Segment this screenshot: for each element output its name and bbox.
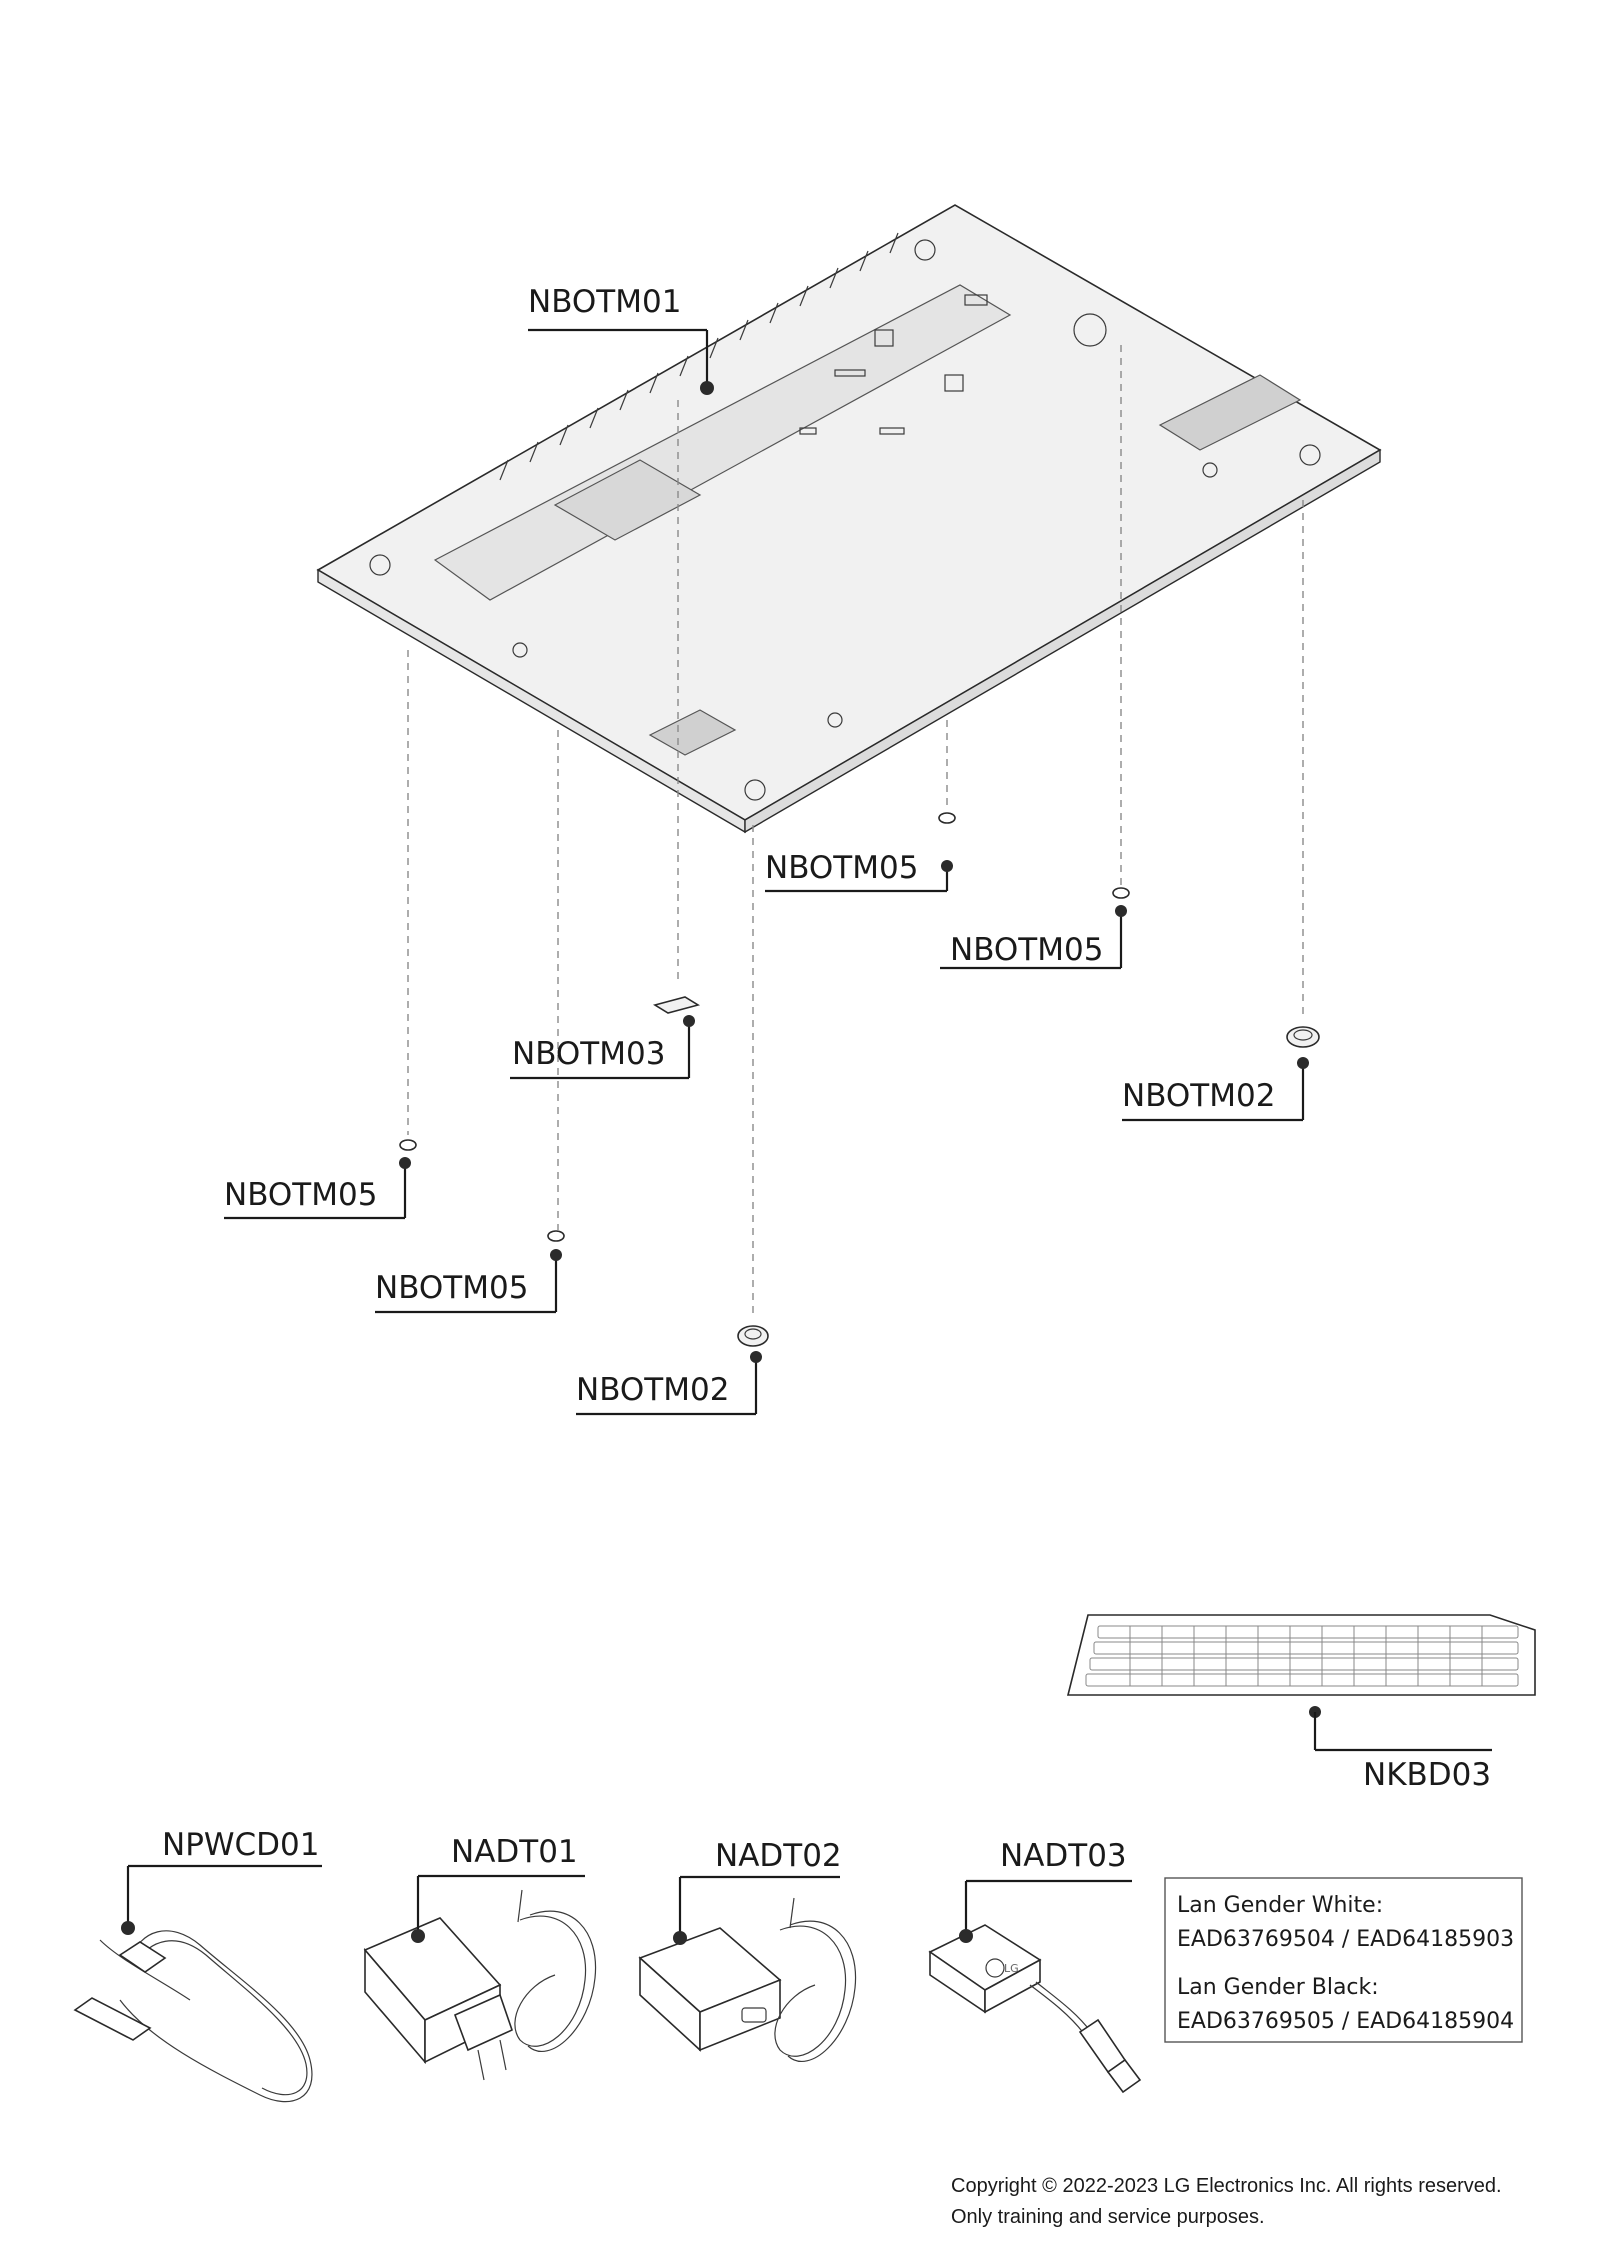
copyright-line-2: Only training and service purposes. <box>951 2206 1265 2228</box>
keyboard-illustration <box>1066 1614 1536 1696</box>
callout-foot-right-mid: NBOTM05 <box>940 887 1130 970</box>
copyright-block: Copyright © 2022-2023 LG Electronics Inc… <box>951 2175 1502 2228</box>
lan-black-label: Lan Gender Black: <box>1177 1975 1379 2000</box>
callout-label-rubber-front: NBOTM02 <box>576 1372 729 1408</box>
callout-label-bottom-case: NBOTM01 <box>528 284 681 320</box>
callout-label-adapter-eu: NADT01 <box>451 1834 578 1870</box>
lan-black-parts: EAD63769505 / EAD64185904 <box>1177 2009 1514 2034</box>
callout-foot-left-mid: NBOTM05 <box>375 1230 565 1314</box>
callout-label-foot-left: NBOTM05 <box>224 1177 377 1213</box>
callout-label-foot-left-mid: NBOTM05 <box>375 1270 528 1306</box>
callout-foot-left: NBOTM05 <box>224 1139 417 1220</box>
callout-keyboard: NKBD03 <box>1309 1706 1492 1793</box>
lan-white-label: Lan Gender White: <box>1177 1893 1383 1918</box>
power-cord-illustration <box>73 1930 313 2103</box>
callout-rubber-right: NBOTM02 <box>1122 1026 1320 1122</box>
callout-label-rubber-right: NBOTM02 <box>1122 1078 1275 1114</box>
callout-label-keyboard: NKBD03 <box>1363 1757 1491 1793</box>
callout-bottom-case: NBOTM01 <box>528 284 714 395</box>
callout-adapter-fig8: NADT02 <box>673 1838 842 1945</box>
callout-label-lan-gender: NADT03 <box>1000 1838 1127 1874</box>
lan-white-parts: EAD63769504 / EAD64185903 <box>1177 1927 1514 1952</box>
adapter-eu-illustration <box>363 1889 597 2081</box>
callout-label-power-cord: NPWCD01 <box>162 1827 320 1863</box>
adapter-fig8-illustration <box>638 1897 857 2062</box>
lan-gender-illustration: LG <box>928 1924 1142 2094</box>
callout-label-foot-center: NBOTM05 <box>765 850 918 886</box>
callout-rubber-front: NBOTM02 <box>576 1325 769 1416</box>
callout-adapter-eu: NADT01 <box>411 1834 585 1943</box>
lan-info-box: Lan Gender White: EAD63769504 / EAD64185… <box>1164 1877 1523 2043</box>
alignment-dashes <box>407 345 1304 1318</box>
lan-logo-text: LG <box>1004 1962 1019 1975</box>
bottom-case-illustration <box>316 204 1382 834</box>
callout-lan-gender: NADT03 <box>959 1838 1132 1943</box>
callout-foot-center: NBOTM05 <box>765 812 956 893</box>
callout-tape: NBOTM03 <box>510 996 701 1080</box>
callout-label-tape: NBOTM03 <box>512 1036 665 1072</box>
copyright-line-1: Copyright © 2022-2023 LG Electronics Inc… <box>951 2175 1502 2197</box>
callout-label-foot-right-mid: NBOTM05 <box>950 932 1103 968</box>
callout-label-adapter-fig8: NADT02 <box>715 1838 842 1874</box>
callout-power-cord: NPWCD01 <box>121 1827 322 1935</box>
